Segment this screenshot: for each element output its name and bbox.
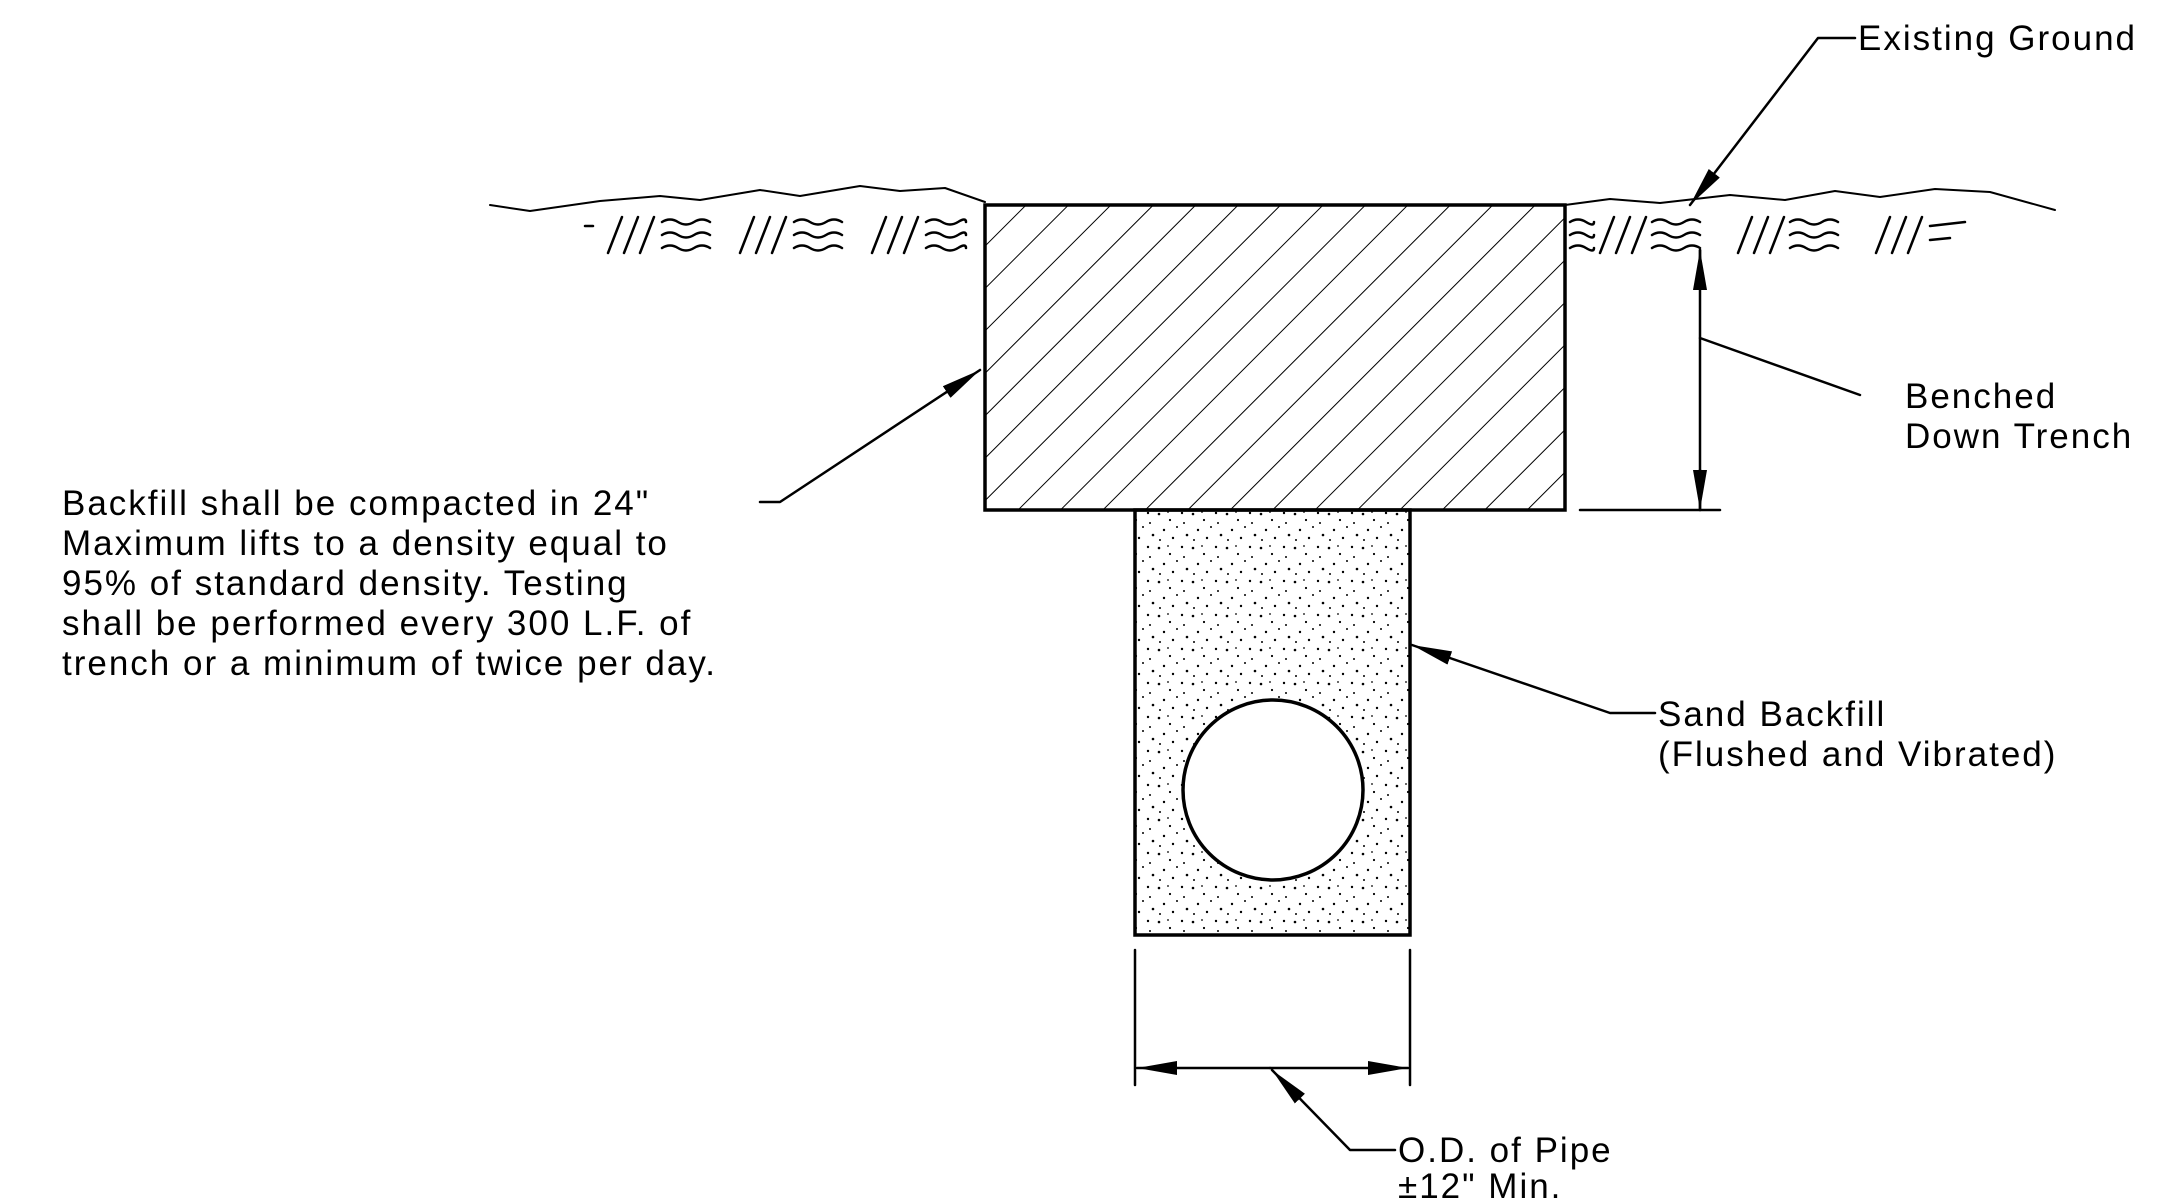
backfill-note-line4: shall be performed every 300 L.F. of bbox=[62, 604, 692, 643]
leader-lines bbox=[758, 36, 1862, 1152]
backfill-note-line1: Backfill shall be compacted in 24" bbox=[62, 484, 650, 523]
pipe bbox=[1181, 698, 1365, 882]
od-pipe-leader bbox=[1270, 1068, 1397, 1152]
benched-trench-label-line1: Benched bbox=[1905, 377, 2057, 416]
existing-ground-line bbox=[489, 185, 2056, 212]
backfill-note-line2: Maximum lifts to a density equal to bbox=[62, 524, 669, 563]
sand-backfill-label-line1: Sand Backfill bbox=[1658, 695, 1886, 734]
existing-ground-leader bbox=[1688, 36, 1857, 207]
backfill-note-leader bbox=[758, 368, 982, 504]
sand-backfill-leader bbox=[1410, 643, 1657, 715]
benched-trench-leader bbox=[1698, 336, 1862, 397]
sand-backfill-label-line2: (Flushed and Vibrated) bbox=[1658, 735, 2057, 774]
od-pipe-label-line1: O.D. of Pipe bbox=[1398, 1131, 1613, 1170]
existing-ground-label: Existing Ground bbox=[1858, 19, 2137, 58]
soil-symbols-left bbox=[583, 215, 968, 255]
bench-depth-dimension bbox=[1578, 248, 1722, 512]
benched-trench-label-line2: Down Trench bbox=[1905, 417, 2133, 456]
backfill-note-line5: trench or a minimum of twice per day. bbox=[62, 644, 717, 683]
benched-trench-backfill bbox=[983, 203, 1567, 512]
pipe-width-dimension bbox=[1133, 948, 1412, 1087]
backfill-note-line3: 95% of standard density. Testing bbox=[62, 564, 629, 603]
od-pipe-label-line2: ±12" Min. bbox=[1398, 1167, 1562, 1201]
soil-symbols-right bbox=[1568, 215, 1967, 255]
